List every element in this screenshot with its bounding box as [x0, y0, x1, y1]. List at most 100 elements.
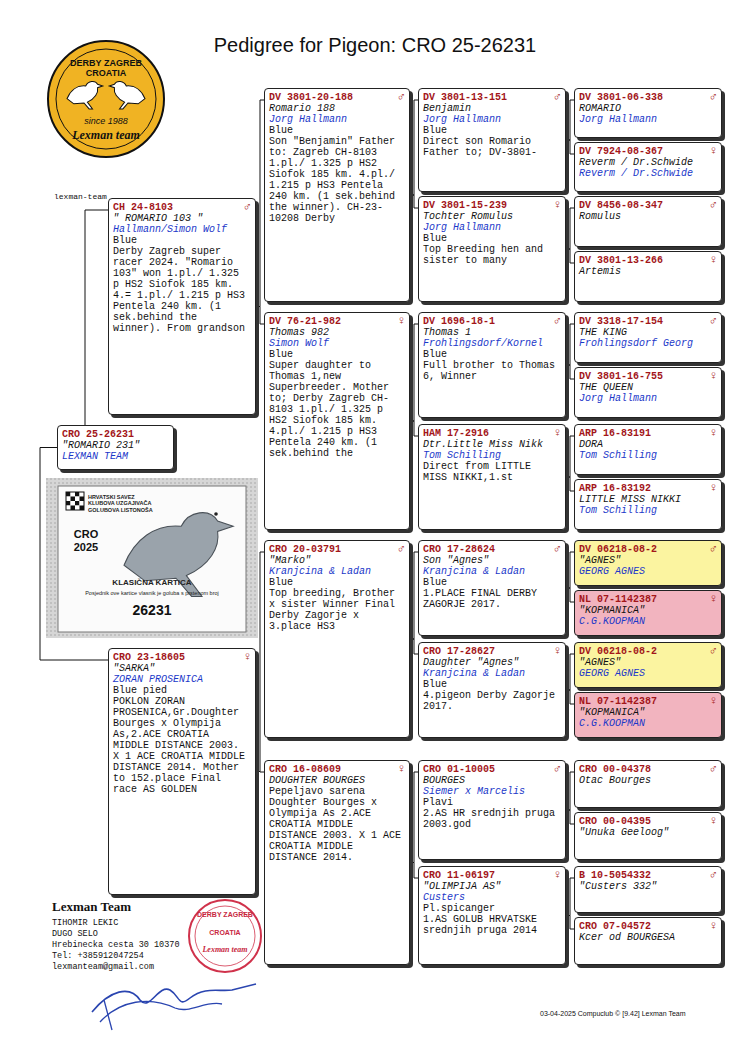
pedigree-link [566, 654, 574, 690]
ring-number: ARP 16-83192 [579, 483, 651, 494]
box-header: ARP 16-83192 ♀ [579, 483, 717, 494]
box-header: CRO 17-28624 ♂ [423, 544, 561, 555]
pedigree-link [410, 863, 418, 879]
pedigree-link [566, 477, 574, 491]
pigeon-name: " ROMARIO 103 " [113, 213, 251, 224]
pedigree-link [566, 772, 574, 810]
pigeon-name: Romario 188 [269, 103, 405, 114]
pigeon-name: Dtr.Little Miss Nikk [423, 439, 561, 450]
pedigree-link [566, 100, 574, 140]
pedigree-box: HAM 17-2916♀Dtr.Little Miss NikkTom Schi… [418, 424, 566, 530]
pigeon-name: Thomas 1 [423, 327, 561, 338]
pedigree-box: CRO 17-28624 ♂Son "Agnes"Kranjcina & Lada… [418, 540, 566, 636]
pedigree-box: CH 24-8103♂" ROMARIO 103 "Hallmann/Simon… [108, 198, 256, 415]
pigeon-color: Blue [423, 125, 561, 136]
pedigree-note: Direct from LITTLE MISS NIKKI,1.st [423, 461, 561, 483]
pedigree-box: CRO 07-04572♀Kcer od BOURGESA [574, 917, 722, 965]
sex-symbol: ♀ [710, 371, 717, 382]
pedigree-link [410, 552, 418, 639]
page-title: Pedigree for Pigeon: CRO 25-26231 [0, 34, 750, 57]
breeder-name: Kranjcina & Ladan [423, 566, 561, 577]
stamp-text: CROATIA [193, 929, 257, 937]
ring-number: DV 3801-16-755 [579, 371, 663, 382]
pedigree-link [566, 208, 574, 249]
sex-symbol: ♀ [710, 483, 717, 494]
ring-number: CRO 07-04572 [579, 921, 651, 932]
ring-number: DV 76-21-982 [269, 316, 341, 327]
pigeon-name: THE KING [579, 327, 717, 338]
pigeon-color: Blue [423, 349, 561, 360]
box-header: CRO 11-06197 ♀ [423, 870, 561, 881]
sex-symbol: ♂ [554, 92, 561, 103]
pigeon-name: Son "Agnes" [423, 555, 561, 566]
ring-number: DV 3801-13-266 [579, 255, 663, 266]
pigeon-color: Plavi [423, 797, 561, 808]
breeder-name: GEORG AGNES [579, 566, 717, 577]
pedigree-note: Top Breeding hen and sister to many [423, 244, 561, 266]
sex-symbol: ♀ [710, 594, 717, 605]
card-text: 26231 [102, 602, 202, 618]
club-logo: DERBY ZAGREB CROATIAsince 1988Lexman tea… [47, 40, 165, 158]
pigeon-name: "KOPMANICA" [579, 707, 717, 718]
breeder-name: C.G.KOOPMAN [579, 616, 717, 627]
pedigree-box: DV 3801-20-188♂Romario 188Jorg HallmannB… [264, 88, 410, 302]
pedigree-link [256, 100, 264, 307]
pedigree-box: CRO 00-04378♂Otac Bourges [574, 760, 722, 808]
pedigree-link [256, 307, 264, 325]
ring-number: CRO 17-28624 [423, 544, 495, 555]
pedigree-link [566, 916, 574, 930]
owner-address: lexmanteam@gmail.com [52, 962, 154, 972]
pedigree-link [566, 365, 574, 379]
card-text: CRO 2025 [64, 528, 108, 553]
club-stamp: DERBY ZAGREBCROATIALexman team [188, 899, 262, 973]
pedigree-box: DV 3801-13-151♂BenjaminJorg HallmannBlue… [418, 88, 566, 192]
pigeon-color: Blue [269, 577, 405, 588]
breeder-name: Jorg Hallmann [423, 222, 561, 233]
pedigree-note: Direct son Romario Father to; DV-3801- [423, 136, 561, 158]
card-text: HRVATSKI SAVEZ KLUBOVA UZGAJIVAČA GOLUBO… [88, 494, 158, 513]
breeder-name: Simon Wolf [269, 338, 405, 349]
sex-symbol: ♂ [398, 544, 405, 555]
pedigree-link [566, 324, 574, 365]
pigeon-color: Blue [423, 577, 561, 588]
pigeon-color: Pl.spicanger [423, 903, 561, 914]
sex-symbol: ♀ [244, 652, 251, 663]
pedigree-box: DV 3801-06-338♂ROMARIOJorg Hallmann [574, 88, 722, 138]
pigeon-color: Blue [269, 125, 405, 136]
ring-number: CRO 16-08609 [269, 764, 341, 775]
ring-number: CH 24-8103 [113, 202, 173, 213]
pigeon-name: "SARKA" [113, 663, 251, 674]
box-header: CRO 00-04378♂ [579, 764, 717, 775]
ring-number: DV 3801-15-239 [423, 200, 507, 211]
sex-symbol: ♀ [710, 696, 717, 707]
sex-symbol: ♂ [554, 544, 561, 555]
pedigree-link [566, 810, 574, 824]
box-header: CRO 23-18605♀ [113, 652, 251, 663]
pigeon-name: Thomas 982 [269, 327, 405, 338]
breeder-name: Kranjcina & Ladan [269, 566, 405, 577]
breeder-name: Jorg Hallmann [579, 114, 717, 125]
breeder-name: Hallmann/Simon Wolf [113, 224, 251, 235]
ring-number: DV 8456-08-347 [579, 200, 663, 211]
sex-symbol: ♀ [710, 816, 717, 827]
breeder-name: Siemer x Marcelis [423, 786, 561, 797]
box-header: DV 76-21-982 ♀ [269, 316, 405, 327]
pigeon-name: "ROMARIO 231" [62, 440, 169, 451]
owner-address: Tel: +385912047254 [52, 951, 144, 961]
sex-symbol: ♀ [710, 255, 717, 266]
ring-number: DV 06218-08-2 [579, 544, 657, 555]
sex-symbol: ♂ [554, 764, 561, 775]
sex-symbol: ♀ [554, 870, 561, 881]
sex-symbol: ♀ [398, 316, 405, 327]
pedigree-box: CRO 20-03791♂"Marko"Kranjcina & LadanBlu… [264, 540, 410, 738]
pedigree-box: CRO 11-06197♀"OLIMPIJA AS"CustersPl.spic… [418, 866, 566, 965]
breeder-name: Reverm / Dr.Schwide [579, 168, 717, 179]
box-header: CRO 20-03791♂ [269, 544, 405, 555]
pedigree-link [566, 436, 574, 477]
pedigree-note: Son "Benjamin" Father to: Zagreb CH-8103… [269, 136, 405, 224]
pigeon-color: Blue [423, 233, 561, 244]
ring-number: CRO 11-06197 [423, 870, 495, 881]
pedigree-link [410, 195, 418, 208]
stamp-text: Lexman team [193, 945, 257, 954]
pigeon-color: Blue [269, 349, 405, 360]
